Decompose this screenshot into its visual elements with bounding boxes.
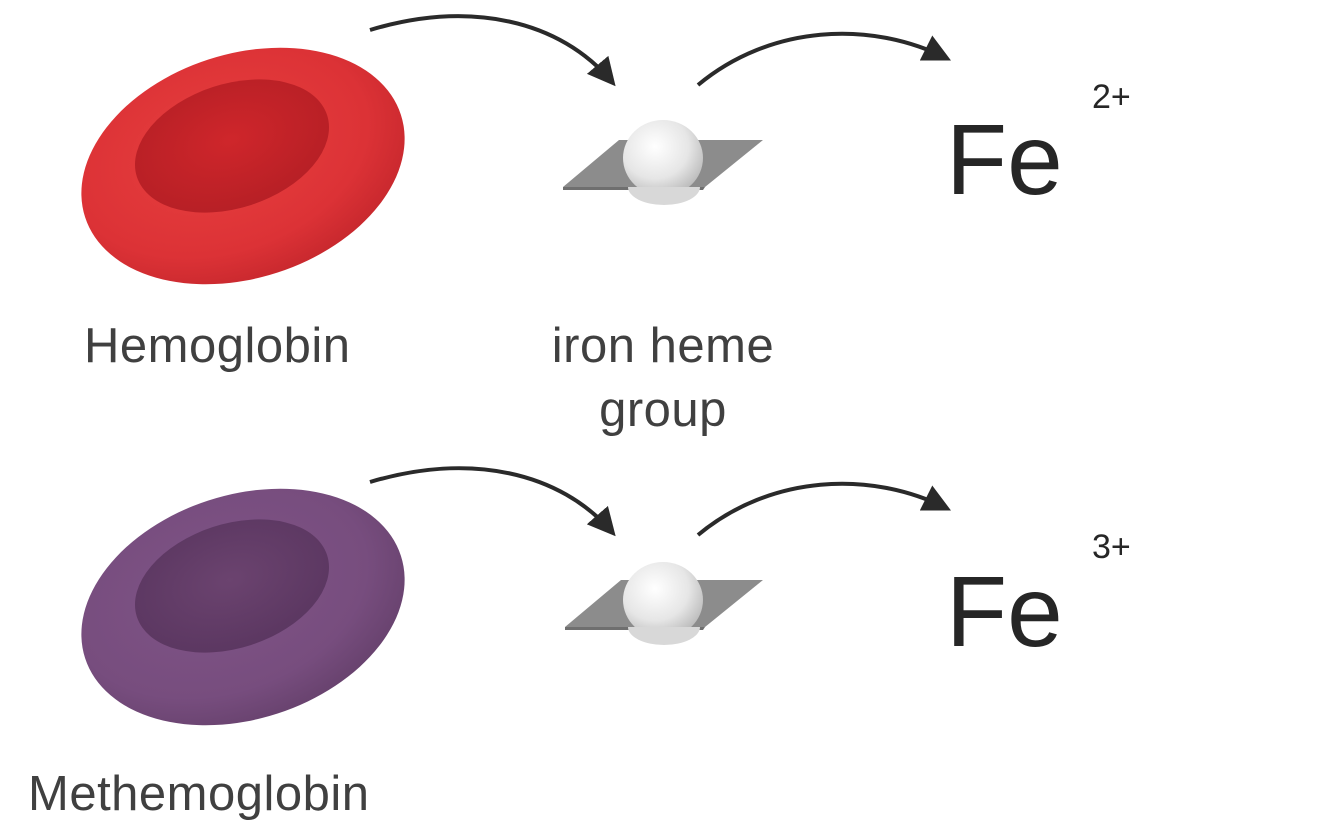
- heme-label-line2: group: [599, 383, 727, 437]
- iron-symbol-top: Fe: [946, 104, 1063, 216]
- arrow-cell-to-heme-top: [369, 14, 616, 87]
- iron-charge-top: 2+: [1092, 78, 1131, 116]
- iron-charge-bottom: 3+: [1092, 528, 1131, 566]
- hemoglobin-red-blood-cell-icon: [81, 47, 405, 285]
- heme-group-icon-bottom: [565, 562, 763, 645]
- heme-label-line1: iron heme: [551, 319, 775, 373]
- arrow-heme-to-iron-top: [696, 31, 952, 87]
- methemoglobin-label: Methemoglobin: [28, 767, 370, 821]
- hemoglobin-label: Hemoglobin: [84, 319, 351, 373]
- arrow-cell-to-heme-bottom: [369, 466, 616, 537]
- heme-group-icon-top: [563, 120, 763, 205]
- methemoglobin-purple-blood-cell-icon: [81, 488, 405, 726]
- iron-symbol-bottom: Fe: [946, 556, 1063, 668]
- arrow-heme-to-iron-bottom: [696, 481, 952, 537]
